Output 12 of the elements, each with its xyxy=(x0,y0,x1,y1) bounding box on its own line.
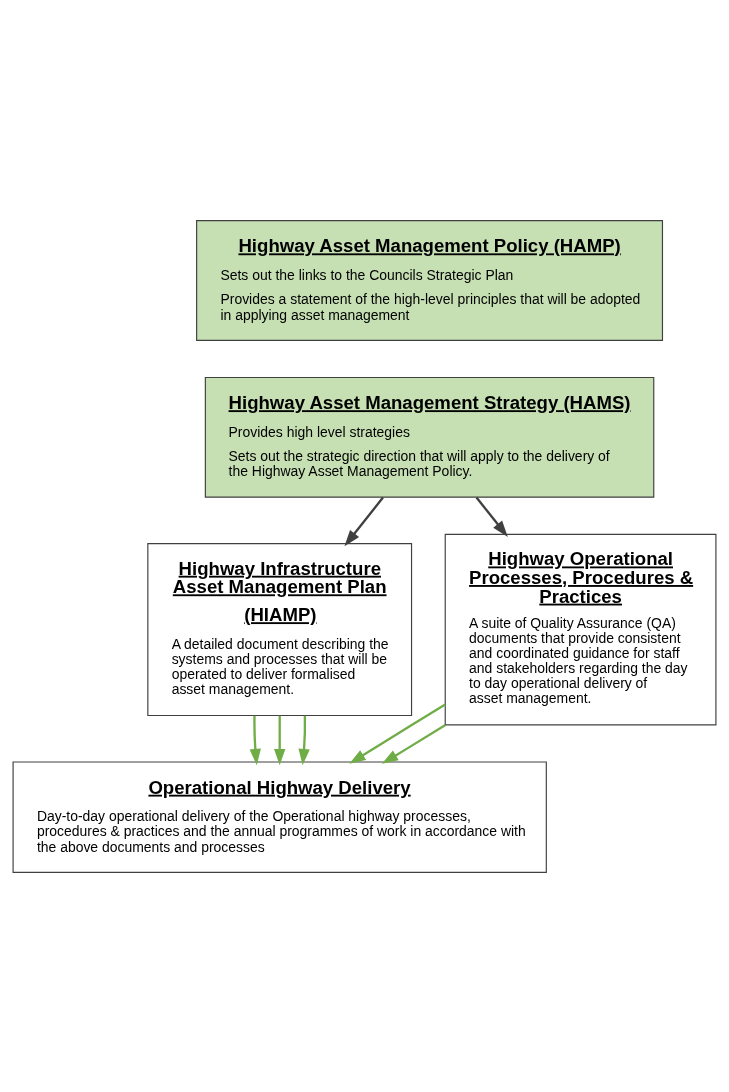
node-box: Highway Infrastructure Asset Management Plan (HIAMP) A detailed document describing the systems and processes that will be operated to deliver formalised asset management. xyxy=(147,542,413,716)
arrow xyxy=(344,496,384,546)
arrow xyxy=(274,715,286,765)
arrow xyxy=(475,496,508,537)
arrow xyxy=(298,715,310,765)
arrow xyxy=(249,715,261,765)
node-box: Highway Asset Management Strategy (HAMS) Provides high level strategies Sets out the strategic direction that will apply to the delivery of the Highway Asset Management Policy. xyxy=(204,376,655,498)
node-box: Highway Operational Processes, Procedures & Practices A suite of Quality Assurance (QA) documents that provide consistent and coordinated guidance for staff and stakeholders regarding the day to day operational delivery of asset management. xyxy=(444,533,717,725)
arrow xyxy=(381,723,447,764)
node-box: Highway Asset Management Policy (HAMP) Sets out the links to the Councils Strategic Plan Provides a statement of the high-level principles that will be adopted in applying asset management xyxy=(196,219,664,341)
node-box: Operational Highway Delivery Day-to-day operational delivery of the Operational highway processes, procedures & practices and the annual programmes of work in accordance with the above documents and processes xyxy=(12,760,547,873)
arrow xyxy=(349,703,446,764)
